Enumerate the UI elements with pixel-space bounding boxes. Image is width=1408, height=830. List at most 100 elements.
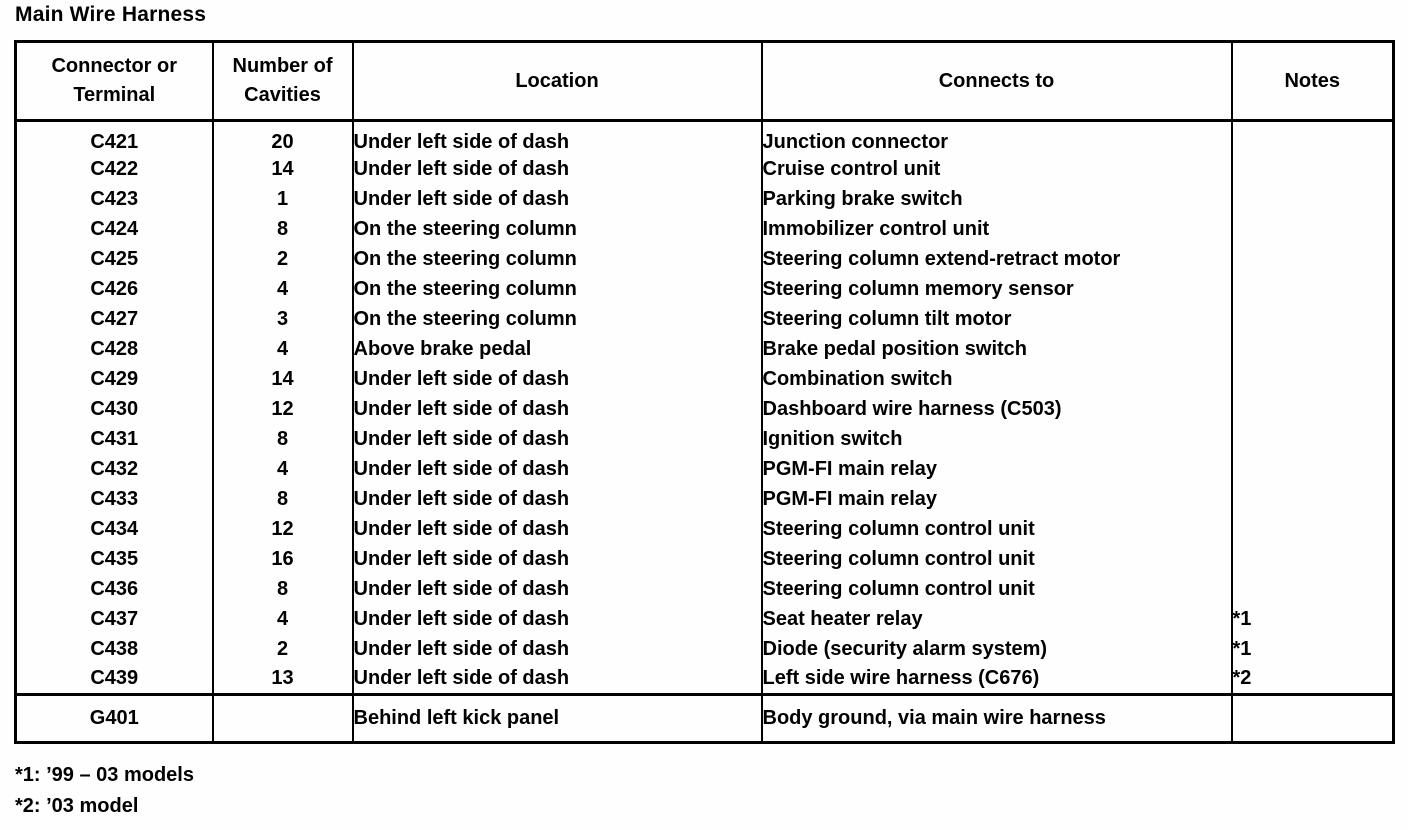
location-cell: Under left side of dash (351, 120, 763, 154)
location-cell: Under left side of dash (351, 544, 763, 574)
notes-cell (1230, 692, 1395, 742)
connector-cell: C428 (14, 334, 214, 364)
cavities-cell: 8 (211, 424, 354, 454)
notes-cell (1230, 184, 1395, 214)
cavities-cell: 4 (211, 334, 354, 364)
connector-cell: C430 (14, 394, 214, 424)
connects-to-cell: Ignition switch (760, 424, 1233, 454)
connects-to-cell: Parking brake switch (760, 184, 1233, 214)
notes-cell (1230, 454, 1395, 484)
location-cell: Under left side of dash (351, 364, 763, 394)
cavities-cell: 4 (211, 454, 354, 484)
cavities-cell: 8 (211, 214, 354, 244)
cavities-cell: 4 (211, 274, 354, 304)
notes-cell (1230, 274, 1395, 304)
cavities-cell: 3 (211, 304, 354, 334)
notes-cell (1230, 394, 1395, 424)
page-title: Main Wire Harness (15, 3, 207, 26)
cavities-cell: 1 (211, 184, 354, 214)
col-header-notes: Notes (1230, 40, 1395, 122)
connects-to-cell: PGM-FI main relay (760, 484, 1233, 514)
connects-to-cell: Steering column memory sensor (760, 274, 1233, 304)
connects-to-cell: Steering column extend-retract motor (760, 244, 1233, 274)
location-cell: Under left side of dash (351, 394, 763, 424)
connector-cell: G401 (14, 692, 214, 742)
notes-cell (1230, 214, 1395, 244)
location-cell: Under left side of dash (351, 454, 763, 484)
connector-cell: C429 (14, 364, 214, 394)
location-cell: Above brake pedal (351, 334, 763, 364)
col-header-connector-or-terminal: Connector or Terminal (14, 40, 214, 122)
notes-cell (1230, 244, 1395, 274)
location-cell: Under left side of dash (351, 484, 763, 514)
connects-to-cell: Brake pedal position switch (760, 334, 1233, 364)
connects-to-cell: Left side wire harness (C676) (760, 664, 1233, 694)
location-cell: Under left side of dash (351, 154, 763, 184)
cavities-cell: 2 (211, 634, 354, 664)
connector-cell: C424 (14, 214, 214, 244)
connects-to-cell: Steering column control unit (760, 514, 1233, 544)
location-cell: Under left side of dash (351, 184, 763, 214)
location-cell: On the steering column (351, 304, 763, 334)
cavities-cell: 20 (211, 120, 354, 154)
location-cell: Under left side of dash (351, 514, 763, 544)
connector-cell: C423 (14, 184, 214, 214)
notes-cell: *1 (1230, 634, 1395, 664)
notes-cell: *2 (1230, 664, 1395, 694)
cavities-cell: 14 (211, 364, 354, 394)
notes-cell (1230, 484, 1395, 514)
connector-cell: C422 (14, 154, 214, 184)
footnote-1: *1: ’99 – 03 models (15, 764, 194, 786)
connector-cell: C439 (14, 664, 214, 694)
connects-to-cell: Seat heater relay (760, 604, 1233, 634)
notes-cell (1230, 514, 1395, 544)
location-cell: Behind left kick panel (351, 692, 763, 742)
connector-cell: C437 (14, 604, 214, 634)
location-cell: On the steering column (351, 244, 763, 274)
notes-cell: *1 (1230, 604, 1395, 634)
cavities-cell: 8 (211, 484, 354, 514)
location-cell: Under left side of dash (351, 574, 763, 604)
connects-to-cell: Junction connector (760, 120, 1233, 154)
cavities-cell: 8 (211, 574, 354, 604)
cavities-cell (211, 692, 354, 742)
connector-cell: C434 (14, 514, 214, 544)
connector-cell: C427 (14, 304, 214, 334)
location-cell: On the steering column (351, 274, 763, 304)
connects-to-cell: Body ground, via main wire harness (760, 692, 1233, 742)
notes-cell (1230, 424, 1395, 454)
location-cell: Under left side of dash (351, 634, 763, 664)
footnote-2: *2: ’03 model (15, 795, 139, 817)
cavities-cell: 12 (211, 514, 354, 544)
cavities-cell: 4 (211, 604, 354, 634)
notes-cell (1230, 334, 1395, 364)
col-header-number-of-cavities: Number of Cavities (211, 40, 354, 122)
connector-cell: C426 (14, 274, 214, 304)
connects-to-cell: PGM-FI main relay (760, 454, 1233, 484)
notes-cell (1230, 154, 1395, 184)
connector-cell: C431 (14, 424, 214, 454)
connector-cell: C433 (14, 484, 214, 514)
connects-to-cell: Dashboard wire harness (C503) (760, 394, 1233, 424)
col-header-location: Location (351, 40, 763, 122)
header-row: Connector or Terminal Number of Cavities… (14, 40, 1395, 122)
wire-harness-table: Connector or Terminal Number of Cavities… (14, 40, 1395, 744)
connector-cell: C438 (14, 634, 214, 664)
notes-cell (1230, 120, 1395, 154)
